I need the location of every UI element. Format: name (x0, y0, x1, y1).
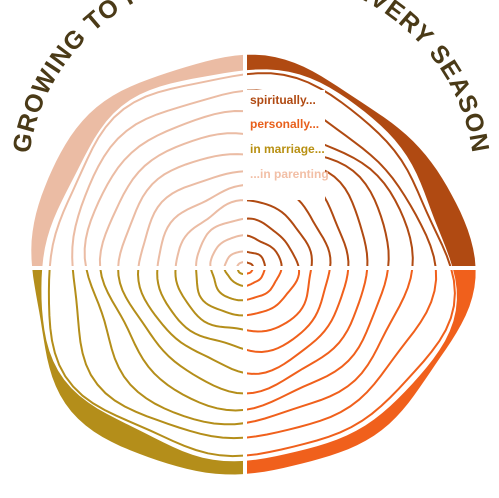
growth-ring (247, 270, 456, 457)
growth-ring (247, 270, 283, 301)
growth-ring (247, 72, 452, 266)
growth-ring (247, 270, 389, 411)
label-in-parenting: ...in parenting (250, 167, 329, 181)
growth-ring (247, 270, 438, 439)
growth-ring (247, 250, 266, 266)
horizontal-divider (0, 266, 499, 270)
growth-ring (247, 89, 437, 266)
growth-ring (247, 270, 254, 275)
label-backdrop (245, 90, 325, 200)
growth-ring (247, 270, 312, 333)
label-in-marriage: in marriage... (250, 142, 325, 156)
growth-ring (247, 270, 369, 395)
growth-ring (247, 217, 300, 266)
label-spiritually: spiritually... (250, 93, 316, 107)
season-labels: spiritually... personally... in marriage… (245, 90, 329, 200)
growth-ring (247, 270, 301, 317)
growth-ring (247, 234, 283, 266)
growth-ring (247, 270, 266, 287)
growth-ring (247, 261, 254, 266)
growth-ring (247, 270, 331, 354)
growth-ring (247, 199, 313, 266)
label-personally: personally... (250, 117, 319, 131)
growth-ring (247, 270, 414, 424)
growth-ring (247, 270, 350, 375)
